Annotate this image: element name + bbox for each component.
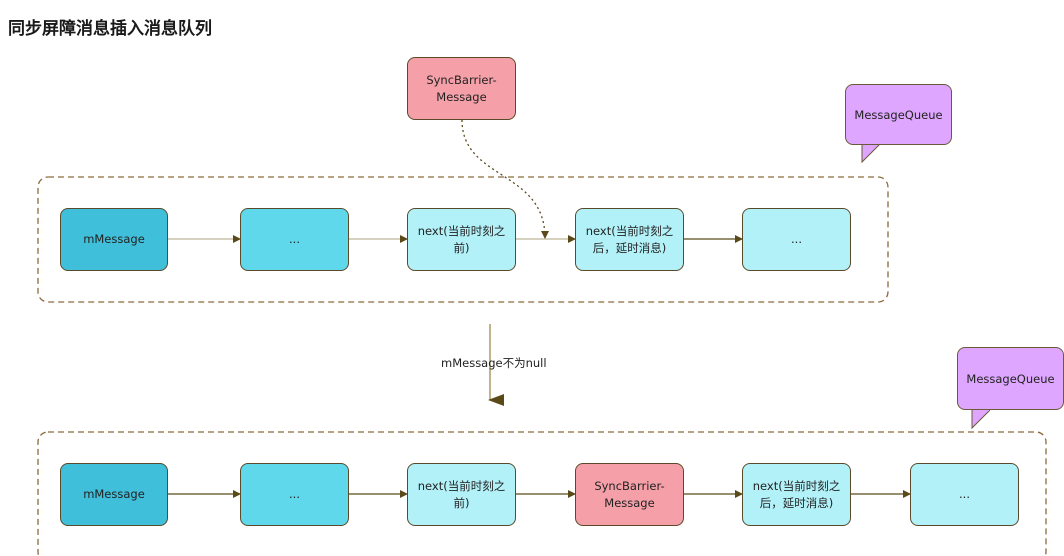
top-syncbarrier-message: SyncBarrier- Message bbox=[407, 57, 516, 120]
page-title: 同步屏障消息插入消息队列 bbox=[8, 19, 212, 39]
barrier-insert-path bbox=[461, 119, 549, 239]
bottom-callout-tail bbox=[971, 409, 991, 430]
transition-label: mMessage不为null bbox=[441, 356, 547, 370]
bottom-node-ellipsis-1: ... bbox=[240, 463, 349, 526]
top-queue-container bbox=[37, 176, 889, 303]
top-node-next-before: next(当前时刻之 前) bbox=[407, 208, 516, 271]
bottom-messagequeue-callout: MessageQueue bbox=[957, 347, 1064, 410]
bottom-node-next-after: next(当前时刻之 后，延时消息) bbox=[742, 463, 851, 526]
top-node-mmessage: mMessage bbox=[60, 208, 168, 271]
top-node-next-after: next(当前时刻之 后，延时消息) bbox=[575, 208, 684, 271]
top-node-ellipsis-1: ... bbox=[240, 208, 349, 271]
top-callout-tail bbox=[861, 143, 881, 164]
bottom-node-next-before: next(当前时刻之 前) bbox=[407, 463, 516, 526]
top-messagequeue-callout: MessageQueue bbox=[845, 84, 952, 145]
bottom-node-syncbarrier: SyncBarrier- Message bbox=[575, 463, 684, 526]
bottom-queue-container bbox=[37, 431, 1047, 556]
top-node-ellipsis-2: ... bbox=[742, 208, 851, 271]
bottom-node-ellipsis-2: ... bbox=[910, 463, 1019, 526]
bottom-node-mmessage: mMessage bbox=[60, 463, 168, 526]
